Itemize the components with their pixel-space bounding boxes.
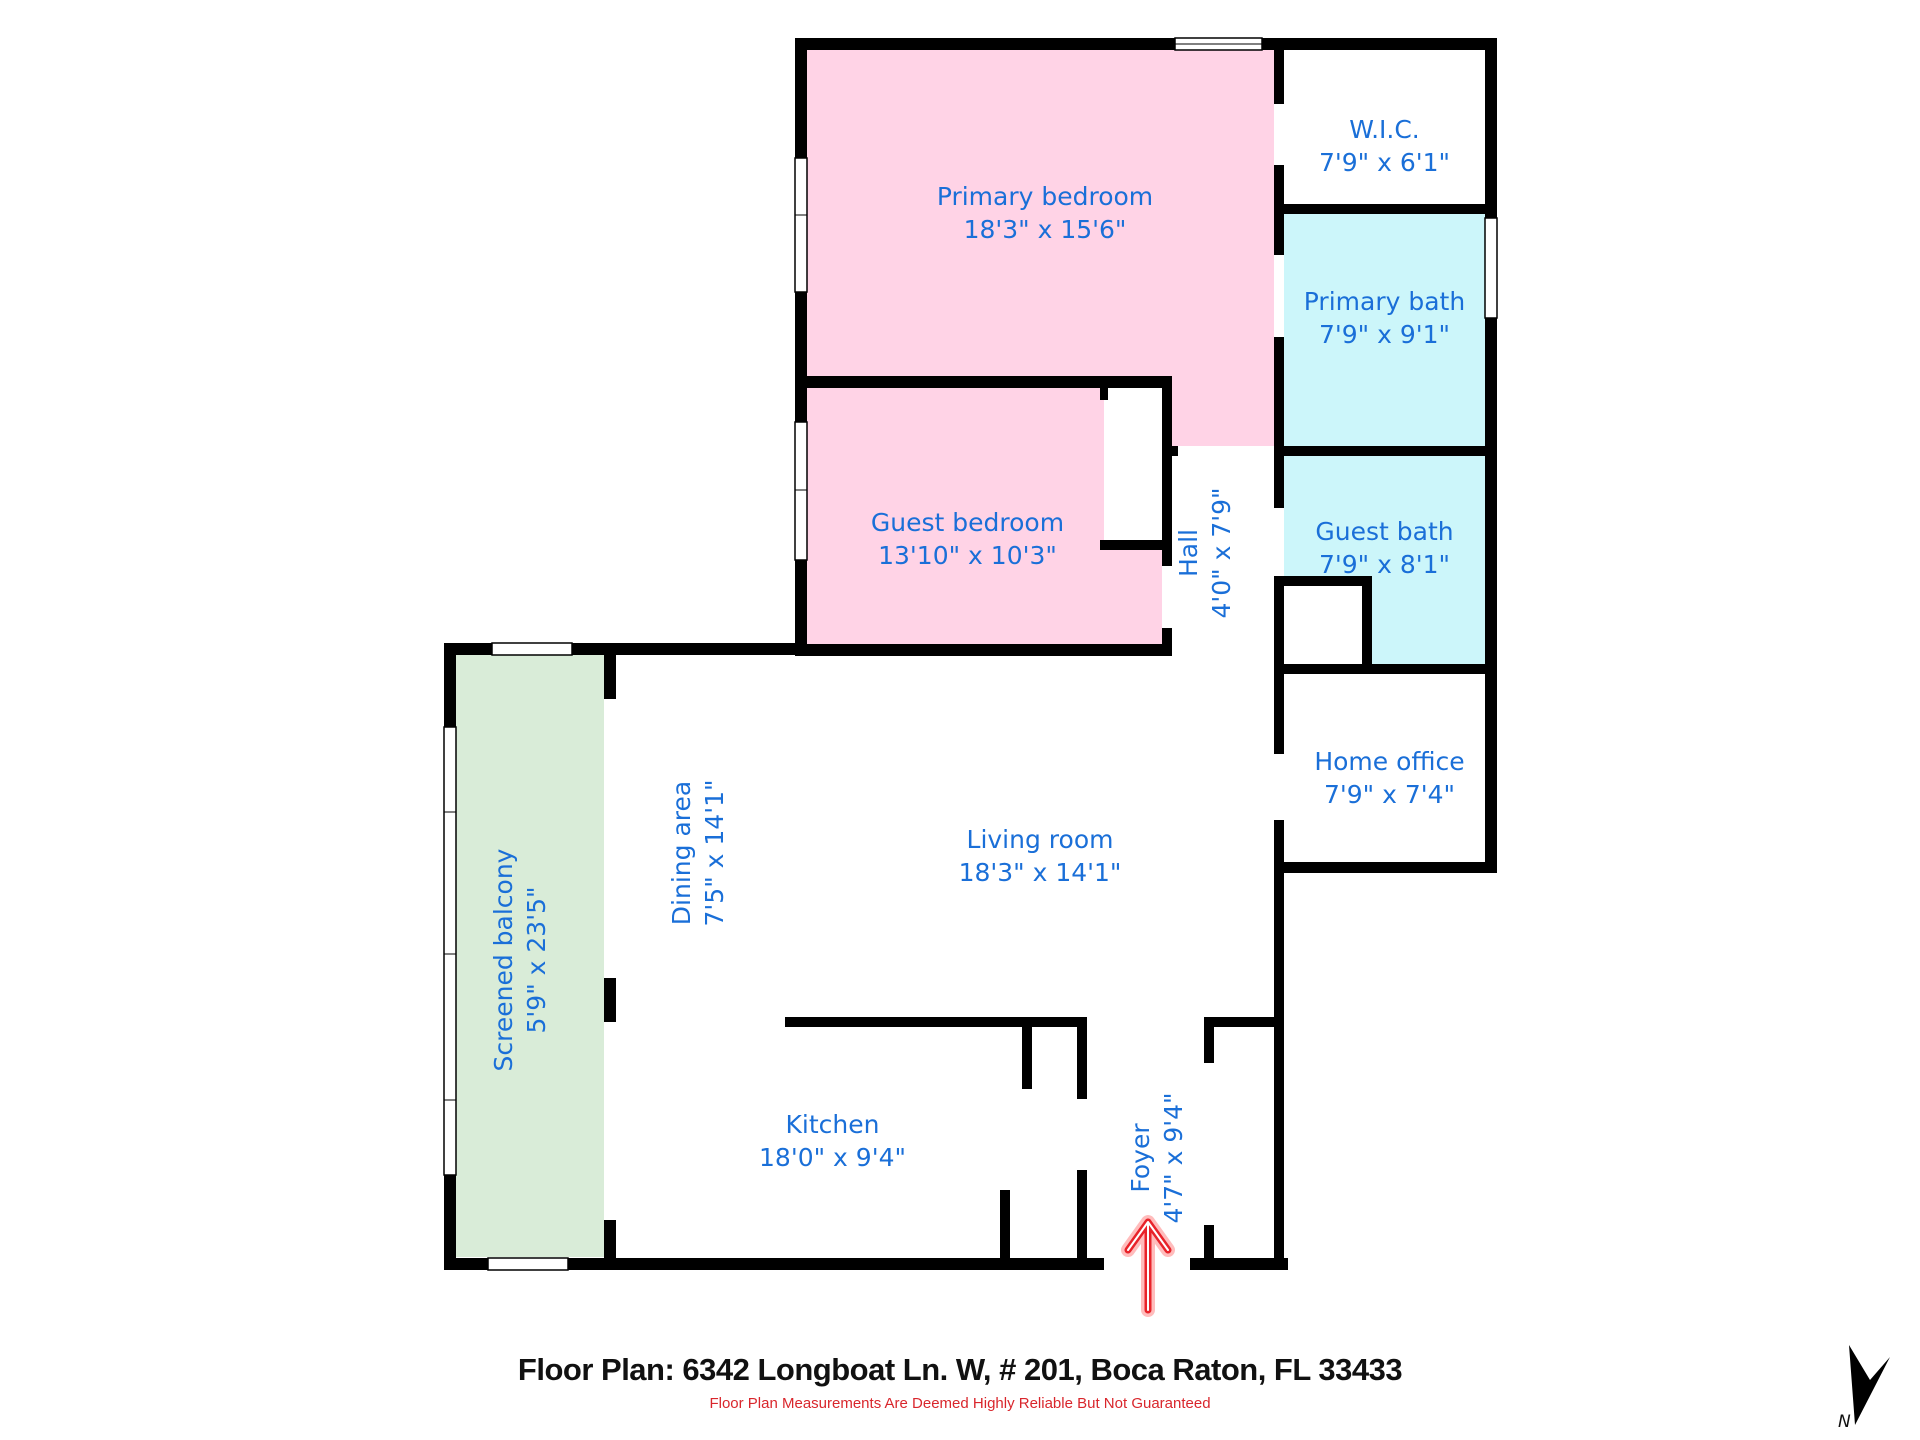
room-guest-bedroom: Guest bedroom 13'10" x 10'3" [840,506,1095,572]
room-dining-area: Dining area 7'5" x 14'1" [665,743,731,963]
room-size: 18'0" x 9'4" [759,1143,906,1172]
room-screened-balcony: Screened balcony 5'9" x 23'5" [487,840,553,1080]
room-size: 7'9" x 9'1" [1318,320,1451,349]
primary-bedroom-fill [807,50,1274,446]
room-name: Guest bedroom [870,508,1065,537]
room-size: 7'9" x 7'4" [1323,780,1456,809]
room-home-office: Home office 7'9" x 7'4" [1284,745,1495,811]
north-label: N [1838,1412,1851,1432]
room-primary-bedroom: Primary bedroom 18'3" x 15'6" [920,180,1170,246]
room-guest-bath: Guest bath 7'9" x 8'1" [1284,515,1485,581]
room-primary-bath: Primary bath 7'9" x 9'1" [1284,285,1485,351]
room-name: Hall [1174,529,1203,578]
room-size: 7'9" x 6'1" [1318,148,1451,177]
room-name: Foyer [1126,1123,1155,1193]
room-size: 18'3" x 15'6" [963,215,1127,244]
room-name: Home office [1314,747,1465,776]
room-fills [456,50,1485,1257]
room-name: W.I.C. [1349,115,1420,144]
guest-bath-fill [1284,456,1485,664]
guest-closet [1104,388,1162,540]
room-name: Kitchen [785,1110,880,1139]
room-size: 18'3" x 14'1" [958,858,1122,887]
guest-bedroom-fill [807,388,1162,644]
floor-plan-title: Floor Plan: 6342 Longboat Ln. W, # 201, … [517,1352,1403,1387]
balcony-fill [456,655,604,1257]
room-size: 7'9" x 8'1" [1318,550,1451,579]
room-size: 4'7" x 9'4" [1159,1092,1188,1224]
room-name: Dining area [667,780,696,926]
room-kitchen: Kitchen 18'0" x 9'4" [720,1108,945,1174]
room-name: Primary bedroom [936,182,1154,211]
room-name: Screened balcony [489,848,518,1072]
room-size: 5'9" x 23'5" [522,886,551,1034]
disclaimer: Floor Plan Measurements Are Deemed Highl… [709,1395,1211,1412]
walls [443,37,1498,1271]
north-arrow-icon [1849,1345,1890,1425]
room-size: 7'5" x 14'1" [700,779,729,927]
room-living-room: Living room 18'3" x 14'1" [920,823,1160,889]
room-name: Primary bath [1303,287,1466,316]
room-wic: W.I.C. 7'9" x 6'1" [1284,113,1485,179]
primary-bath-fill [1284,214,1485,448]
entrance-arrow-icon [1121,1215,1175,1317]
room-name: Guest bath [1315,517,1454,546]
room-name: Living room [966,825,1114,854]
room-hall: Hall 4'0" x 7'9" [1172,478,1238,628]
room-size: 13'10" x 10'3" [878,541,1057,570]
room-size: 4'0" x 7'9" [1207,487,1236,619]
room-foyer: Foyer 4'7" x 9'4" [1124,1083,1190,1233]
